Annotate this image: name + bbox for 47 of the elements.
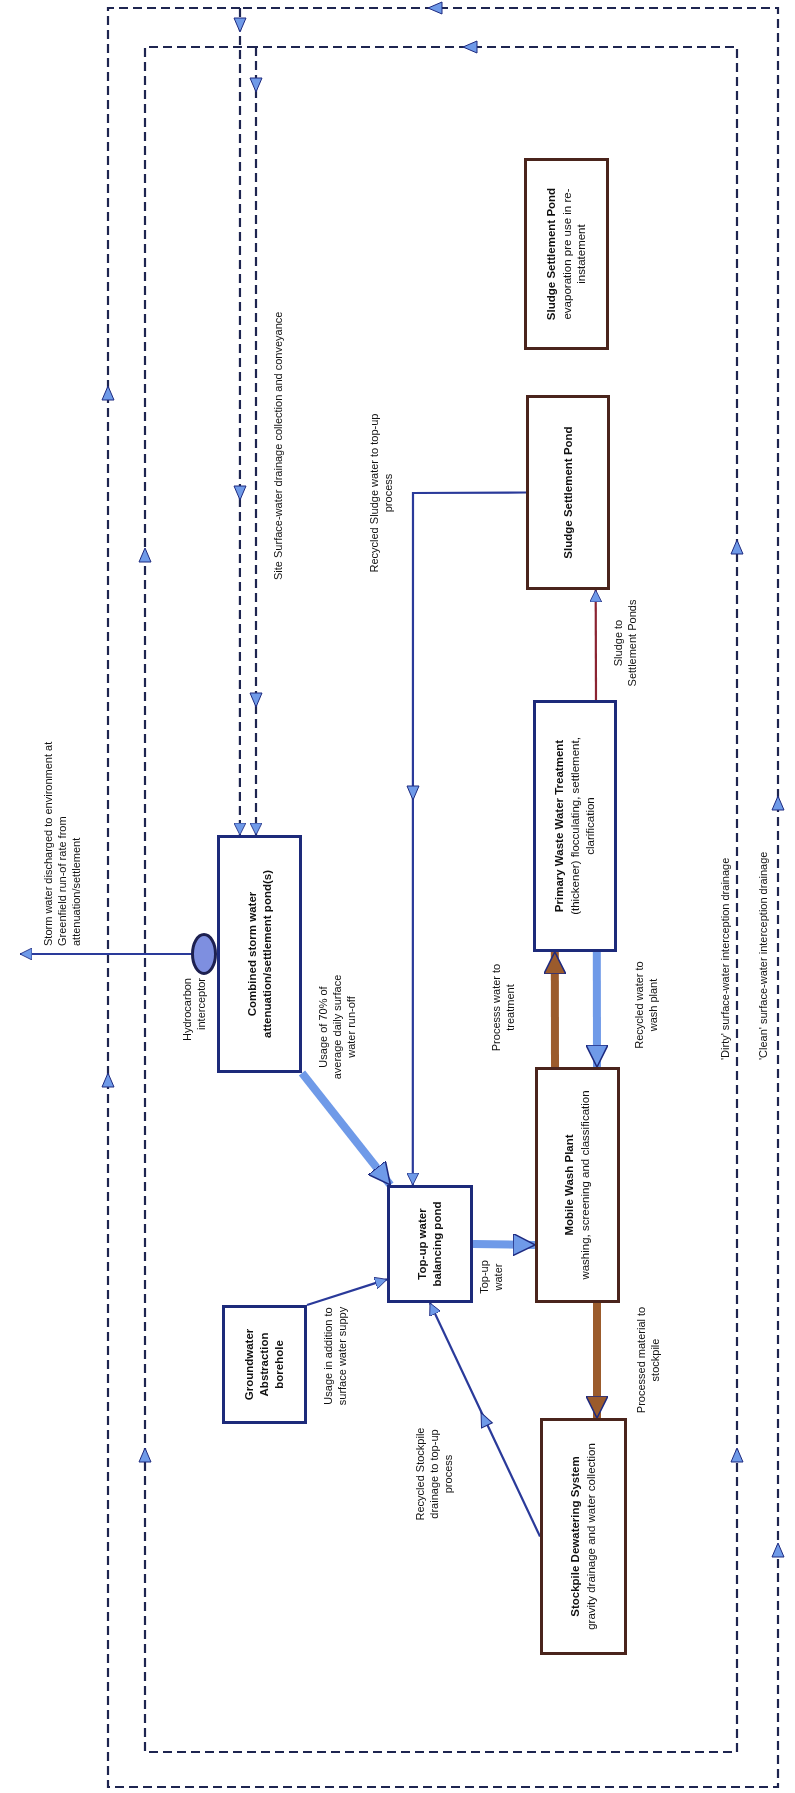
oval-symbol: [191, 933, 217, 975]
process-box: [217, 835, 302, 1073]
process-box: [535, 1067, 620, 1303]
edge-label: Usage of 70% of average daily surface water run-off: [317, 973, 358, 1082]
line-label: 'Clean' surface-water interception drainage: [757, 850, 770, 1060]
symbol-caption: Hydrocarbon interceptor: [181, 978, 208, 1043]
edge-label: Recycled Stockpile drainage to top-up process: [414, 1426, 455, 1523]
dashed-arrow: [249, 47, 263, 836]
thick-arrow: [472, 1232, 536, 1257]
edge-label: Processed material to stockpile: [635, 1305, 662, 1415]
node-title: Mobile Wash Plant: [562, 1134, 577, 1236]
process-box: [222, 1305, 307, 1424]
process-box: [387, 1185, 473, 1303]
edge-label: Storm water discharged to environment at Greenfield run-of rate from attenuation/settlement: [42, 740, 83, 946]
edge-label: Sludge to Settlement Ponds: [612, 598, 639, 689]
edge-label: Recycled water to wash plant: [633, 960, 660, 1051]
thick-arrow: [585, 1303, 609, 1419]
node-label: Combined storm water attenuation/settlement pond(s): [244, 869, 274, 1040]
node-description: washing, screening and classification: [578, 1090, 592, 1280]
node-label: Sludge Settlement Pond: [560, 426, 575, 559]
edge-label: Processs water to treatment: [490, 962, 517, 1054]
arrow: [19, 947, 191, 961]
arrow: [306, 1276, 388, 1307]
dashed-arrow: [233, 8, 247, 836]
line-label: Site Surface-water drainage collection and conveyance: [272, 310, 285, 580]
node-description: (thickener) flocculating, settlement, clarification: [568, 736, 597, 917]
node-description: gravity drainage and water collection: [584, 1443, 598, 1630]
arrow: [429, 1302, 541, 1537]
process-box: [533, 700, 617, 952]
process-box: [524, 158, 609, 350]
node-title: Sludge Settlement Pond: [543, 187, 558, 321]
thick-arrow: [298, 1070, 394, 1188]
node-label: Groundwater Abstraction borehole: [242, 1327, 286, 1403]
arrow: [406, 491, 526, 1186]
arrow: [589, 589, 603, 700]
node-description: evaporation pre use in re-instatement: [559, 187, 589, 322]
edge-label: Recycled Sludge water to top-up process: [368, 412, 395, 575]
edge-label: Top-up water: [478, 1259, 505, 1296]
line-label: 'Dirty' surface-water interception drainage: [719, 856, 732, 1060]
process-box: [540, 1418, 627, 1655]
thick-arrow: [543, 951, 567, 1067]
node-title: Primary Waste Water Treatment: [552, 739, 567, 913]
node-title: Stockpile Dewatering System: [568, 1456, 583, 1617]
node-label: Top-up water balancing pond: [415, 1200, 444, 1289]
process-box: [526, 395, 610, 590]
edge-label: Usage in addition to surface water suppy: [322, 1305, 349, 1408]
thick-arrow: [585, 952, 609, 1068]
